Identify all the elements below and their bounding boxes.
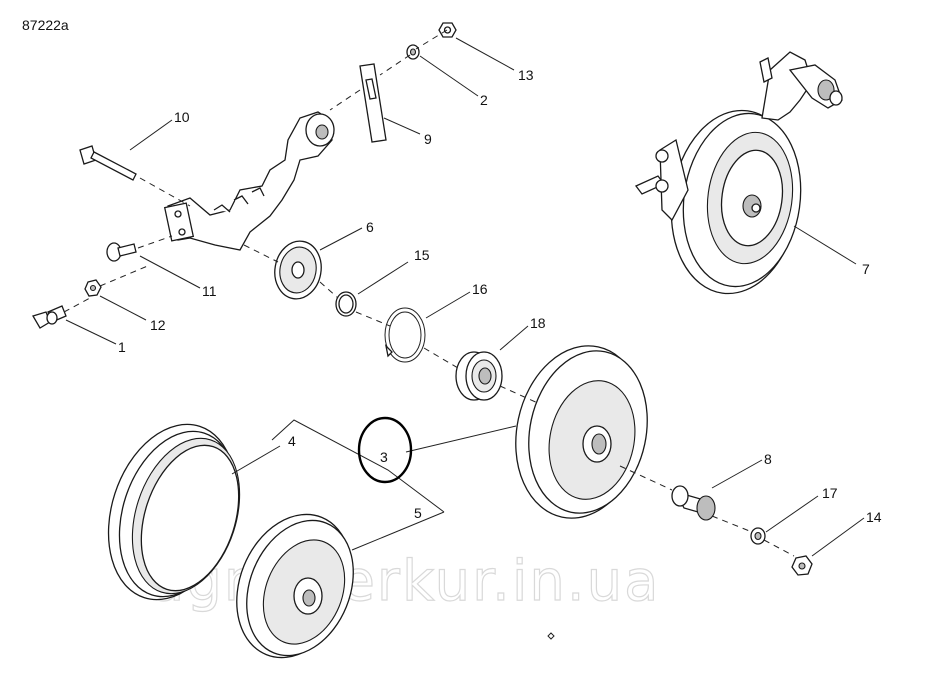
seal-6: [274, 240, 322, 300]
label-17: 17: [822, 485, 838, 501]
diamond-mark: [547, 632, 555, 640]
bolt-10: [79, 145, 137, 181]
label-11: 11: [202, 283, 217, 299]
label-6: 6: [366, 219, 374, 235]
label-16: 16: [472, 281, 488, 297]
wing-nut-1: [32, 305, 67, 329]
label-12: 12: [150, 317, 166, 333]
plate-9: [359, 63, 387, 143]
label-5: 5: [414, 505, 422, 521]
label-4: 4: [288, 433, 296, 449]
label-7: 7: [862, 261, 870, 277]
label-14: 14: [866, 509, 882, 525]
highlight-circle: [357, 416, 413, 484]
lever-arm: [163, 111, 335, 251]
label-8: 8: [764, 451, 772, 467]
label-2: 2: [480, 92, 488, 108]
figure-id: 87222a: [22, 17, 69, 33]
pin-11: [106, 242, 137, 262]
label-3: 3: [380, 449, 388, 465]
nut-13: [438, 22, 457, 38]
nut-14: [791, 555, 813, 576]
label-13: 13: [518, 67, 534, 83]
label-18: 18: [530, 315, 546, 331]
nut-12: [84, 279, 102, 297]
tire-4: [107, 423, 241, 601]
snap-ring-15: [335, 291, 357, 317]
label-10: 10: [174, 109, 190, 125]
wheel-3: [515, 345, 648, 519]
washer-17: [750, 527, 766, 545]
label-1: 1: [118, 339, 126, 355]
label-15: 15: [414, 247, 430, 263]
washer-2: [406, 44, 420, 60]
label-9: 9: [424, 131, 432, 147]
assembled-wheel-7: [634, 51, 843, 295]
circlip-16: [384, 307, 426, 363]
watermark: agromerkur.in.ua: [150, 549, 661, 614]
bearing-18: [455, 351, 503, 401]
wheel-5: [236, 513, 354, 659]
bushing-8: [671, 485, 716, 521]
